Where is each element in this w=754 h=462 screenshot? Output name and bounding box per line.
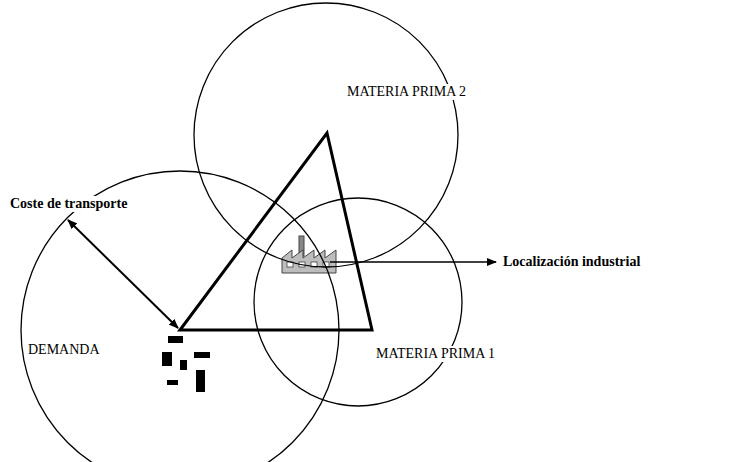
location-triangle — [180, 133, 372, 330]
cost-radius-arrow — [68, 220, 178, 328]
leader-arrow — [330, 261, 496, 263]
circle-outline — [193, 2, 459, 268]
location-circle: DEMANDA — [20, 170, 340, 462]
circle-outline — [253, 197, 463, 407]
circle-outline — [20, 170, 340, 462]
annotation-label: Localización industrial — [501, 254, 642, 270]
annotation-label: Coste de transporte — [8, 196, 129, 212]
place-name: DEMANDA — [26, 342, 102, 358]
place-name: MATERIA PRIMA 1 — [374, 346, 497, 362]
location-circle: MATERIA PRIMA 1 — [253, 197, 463, 407]
location-circle: MATERIA PRIMA 2 — [193, 2, 459, 268]
place-name: MATERIA PRIMA 2 — [345, 84, 468, 100]
city-blocks — [162, 336, 210, 392]
